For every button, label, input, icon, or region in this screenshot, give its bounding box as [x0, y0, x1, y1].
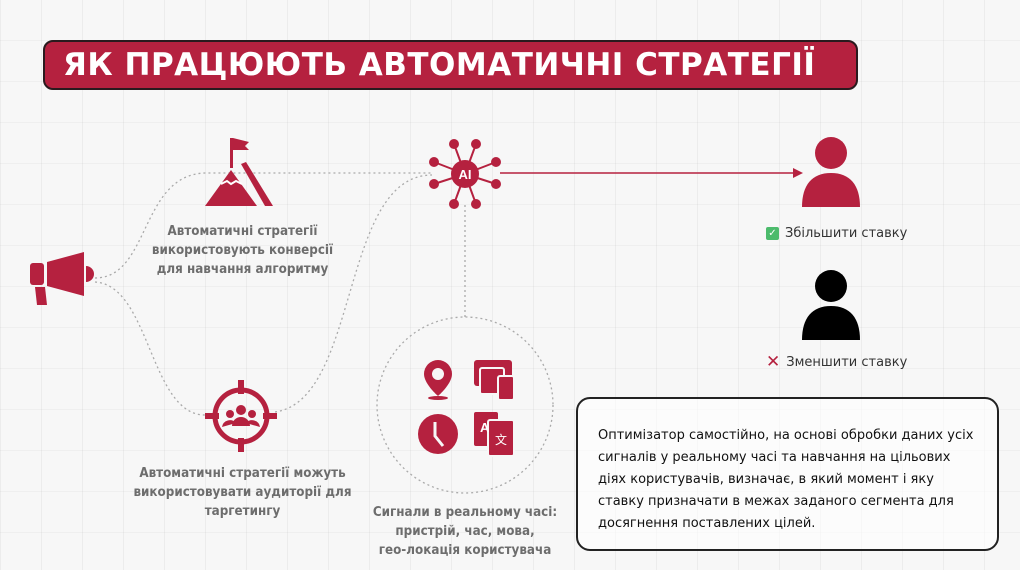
ai-network-icon: AI: [429, 139, 501, 209]
x-mark-icon: ✕: [766, 352, 781, 372]
connector-audience-ai: [274, 174, 433, 413]
caption-line: використовують конверсії: [151, 243, 334, 258]
svg-text:A: A: [480, 420, 490, 435]
location-pin-icon: [424, 360, 452, 400]
title-banner: ЯК ПРАЦЮЮТЬ АВТОМАТИЧНІ СТРАТЕГІЇ: [43, 40, 858, 90]
ai-label: AI: [459, 167, 472, 182]
signals-caption: Сигнали в реальному часі: пристрій, час,…: [368, 503, 561, 560]
mountain-flag-icon: [205, 138, 273, 206]
signals-circle: [376, 316, 554, 494]
caption-line: пристрій, час, мова,: [395, 524, 535, 539]
caption-line: гео-локація користувача: [378, 543, 552, 558]
audience-caption: Автоматичні стратегії можуть використову…: [130, 464, 355, 521]
target-audience-icon: [205, 380, 277, 452]
translate-icon: A文: [474, 412, 515, 457]
user-icon-dark: [802, 270, 860, 340]
svg-text:文: 文: [495, 432, 507, 447]
caption-line: таргетингу: [204, 504, 281, 519]
clock-icon: [418, 414, 458, 454]
signals-icons: A文: [418, 360, 515, 457]
checkbox-icon: ✓: [766, 227, 779, 240]
page-title: ЯК ПРАЦЮЮТЬ АВТОМАТИЧНІ СТРАТЕГІЇ: [63, 47, 816, 83]
decrease-bid-text: Зменшити ставку: [786, 354, 908, 370]
decrease-bid-label: ✕ Зменшити ставку: [766, 352, 907, 372]
caption-line: Автоматичні стратегії можуть: [139, 466, 346, 481]
arrow-head: [793, 168, 803, 178]
user-icon: [802, 137, 860, 207]
caption-line: Сигнали в реальному часі:: [372, 505, 558, 520]
info-text: Оптимізатор самостійно, на основі обробк…: [598, 428, 974, 531]
increase-bid-label: ✓ Збільшити ставку: [766, 226, 907, 241]
connector-source-audience: [94, 281, 206, 416]
info-box: Оптимізатор самостійно, на основі обробк…: [576, 397, 999, 551]
caption-line: для навчання алгоритму: [156, 262, 329, 277]
devices-icon: [474, 360, 515, 401]
increase-bid-text: Збільшити ставку: [785, 226, 908, 241]
caption-line: використовувати аудиторії для: [133, 485, 352, 500]
megaphone-icon: [30, 252, 94, 305]
conversions-caption: Автоматичні стратегії використовують кон…: [139, 222, 346, 279]
caption-line: Автоматичні стратегії: [167, 224, 318, 239]
